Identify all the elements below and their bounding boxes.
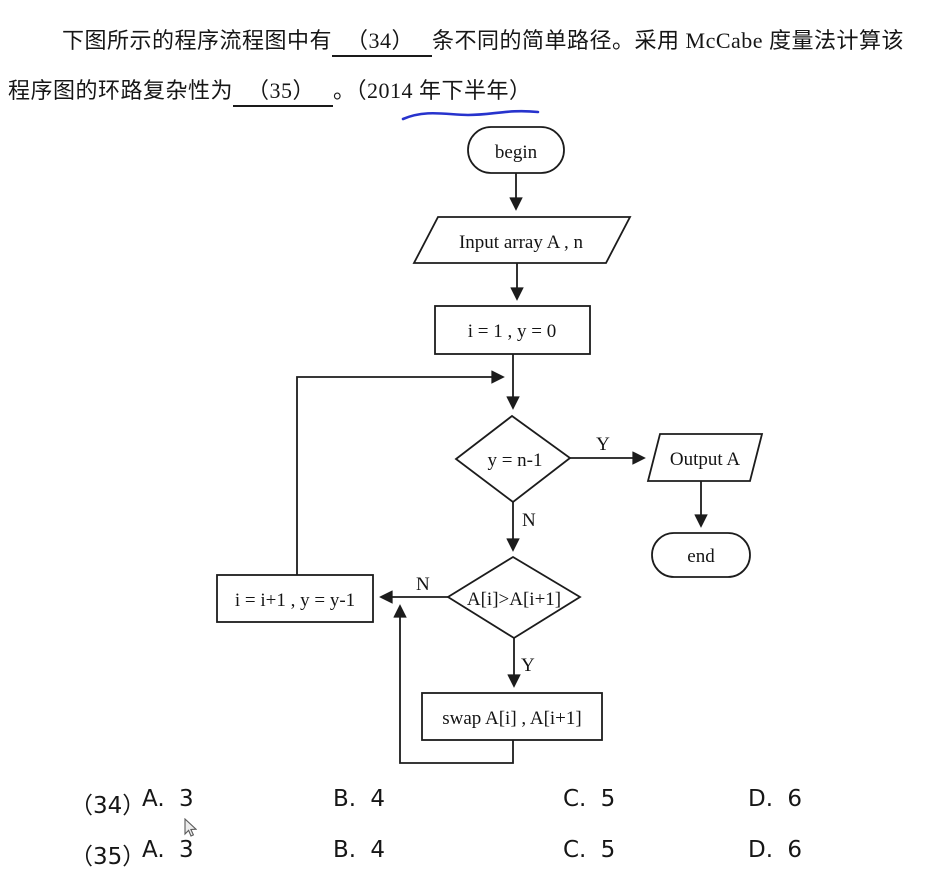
question-line-2: 程序图的环路复杂性为（35）。（2014 年下半年） (8, 78, 532, 108)
question-line-1: 下图所示的程序流程图中有（34）条不同的简单路径。采用 McCabe 度量法计算… (62, 28, 905, 58)
cond1-yes-label: Y (596, 434, 610, 455)
cond2-yes-label: Y (521, 655, 535, 676)
output-node-label: Output A (670, 449, 740, 470)
blank-34: （34） (332, 28, 433, 58)
cond2-decision-node (446, 555, 582, 640)
question-text: 程序图的环路复杂性为 (8, 78, 234, 103)
cond1-node-label: y = n-1 (487, 450, 542, 471)
cond1-decision-node (454, 414, 572, 504)
blue-underline-annotation (401, 109, 540, 121)
end-node (651, 532, 751, 578)
option-34-b: B. 4 (333, 786, 386, 812)
init-node (434, 305, 591, 355)
cond2-node-label: A[i]>A[i+1] (467, 589, 561, 610)
option-35-a: A. 3 (142, 837, 194, 863)
cond2-no-label: N (416, 574, 430, 595)
question-text: 。 (333, 78, 356, 103)
option-34-d: D. 6 (748, 786, 802, 812)
option-35-d: D. 6 (748, 837, 802, 863)
question-number-35: （35） (70, 844, 146, 870)
decrement-node (216, 574, 374, 623)
begin-node (467, 126, 565, 174)
swap-node-label: swap A[i] , A[i+1] (442, 708, 581, 729)
init-node-label: i = 1 , y = 0 (468, 321, 556, 342)
question-number-34: （34） (70, 793, 146, 819)
exam-source-text: （2014 年下半年） (355, 78, 532, 103)
input-node (412, 216, 632, 264)
option-35-b: B. 4 (333, 837, 386, 863)
option-35-c: C. 5 (563, 837, 616, 863)
edge-swap-loopback (393, 604, 514, 764)
edge-decrement-loopback (296, 370, 505, 575)
option-34-c: C. 5 (563, 786, 616, 812)
decrement-node-label: i = i+1 , y = y-1 (235, 590, 355, 611)
end-node-label: end (687, 546, 715, 567)
option-34-a: A. 3 (142, 786, 194, 812)
mouse-cursor-icon (184, 818, 197, 837)
begin-node-label: begin (495, 142, 538, 163)
question-text: 条不同的简单路径。采用 McCabe 度量法计算该 (432, 28, 905, 53)
blank-35: （35） (233, 78, 334, 108)
output-node (646, 433, 764, 482)
cond1-no-label: N (522, 510, 536, 531)
input-node-label: Input array A , n (459, 232, 584, 253)
question-text: 下图所示的程序流程图中有 (62, 28, 333, 53)
swap-node (421, 692, 603, 741)
